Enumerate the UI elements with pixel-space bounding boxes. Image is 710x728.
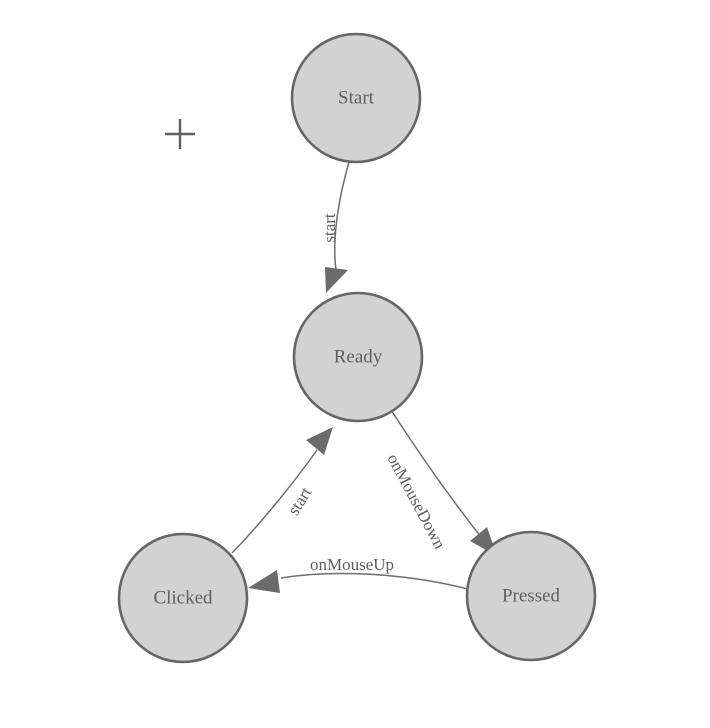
edge-path — [334, 161, 350, 271]
node-label-clicked: Clicked — [153, 587, 213, 608]
edge-ready-to-pressed[interactable]: onMouseDown — [383, 409, 497, 556]
edge-path — [280, 572, 469, 590]
node-ready[interactable]: Ready — [292, 291, 424, 423]
crosshair-icon — [165, 119, 195, 149]
node-circle — [290, 32, 422, 164]
node-circle — [292, 291, 424, 423]
edge-clicked-to-ready[interactable]: start — [231, 427, 333, 554]
edge-path — [390, 409, 482, 538]
edge-pressed-to-clicked[interactable]: onMouseUp — [248, 555, 469, 593]
arrowhead-icon — [306, 427, 333, 455]
node-label-pressed: Pressed — [502, 585, 561, 606]
node-start[interactable]: Start — [290, 32, 422, 164]
edge-path — [231, 449, 318, 554]
node-clicked[interactable]: Clicked — [117, 532, 249, 664]
arrowhead-icon — [325, 267, 348, 293]
node-label-ready: Ready — [334, 346, 383, 367]
node-label-start: Start — [338, 87, 375, 108]
arrowhead-icon — [248, 570, 280, 593]
edge-start-to-ready[interactable]: start — [320, 161, 350, 293]
edge-label-ready-to-pressed: onMouseDown — [383, 451, 449, 553]
node-circle — [117, 532, 249, 664]
edge-label-start-to-ready: start — [320, 213, 339, 243]
node-pressed[interactable]: Pressed — [465, 530, 597, 662]
edge-label-pressed-to-clicked: onMouseUp — [310, 555, 394, 574]
node-circle — [465, 530, 597, 662]
